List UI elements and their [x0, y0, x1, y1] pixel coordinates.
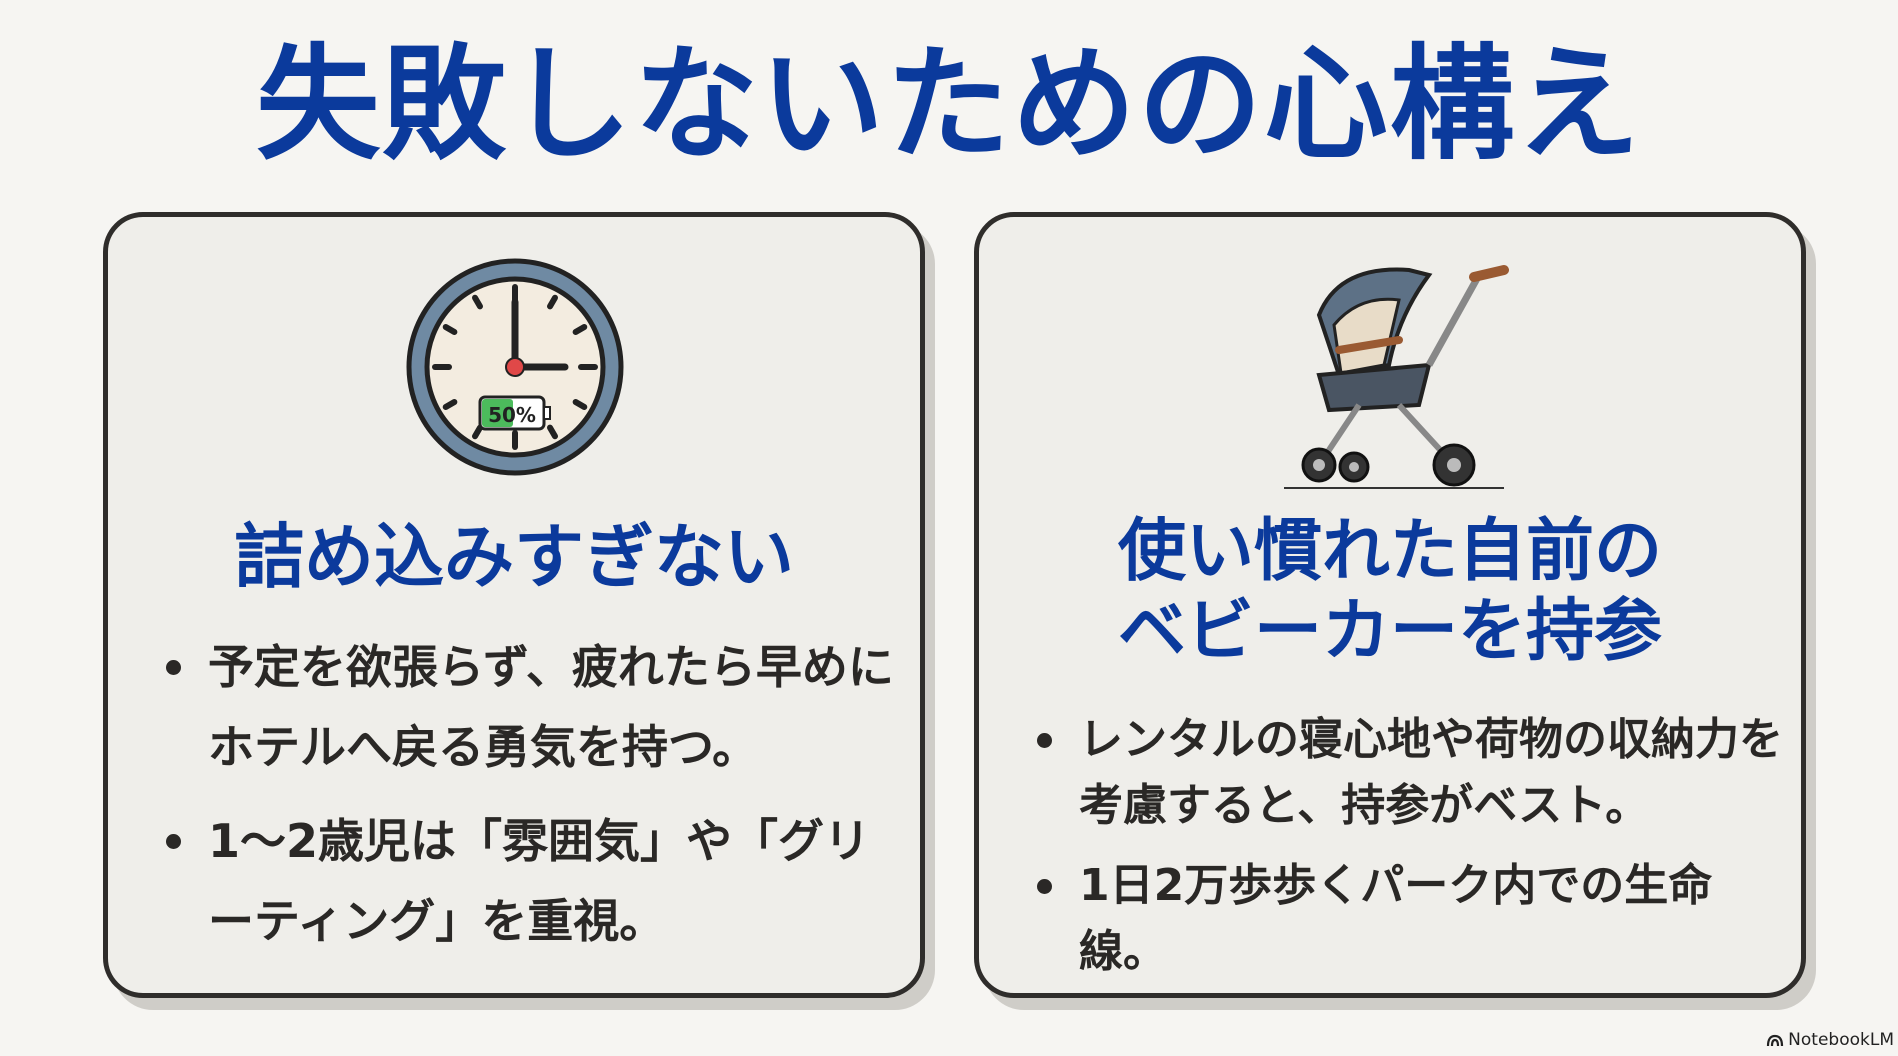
clock-tick [442, 324, 458, 335]
notebooklm-logo-icon [1767, 1034, 1784, 1047]
card-heading-line: 使い慣れた自前の [1117, 512, 1662, 591]
clock-tick [442, 399, 458, 410]
card-own-stroller: 使い慣れた自前の ベビーカーを持参 レンタルの寝心地や荷物の収納力を考慮すると、… [974, 212, 1806, 998]
page-title: 失敗しないための心構え [255, 33, 1642, 177]
card-heading: 使い慣れた自前の ベビーカーを持参 [979, 512, 1801, 672]
list-item: レンタルの寝心地や荷物の収納力を考慮すると、持参がベスト。 [1029, 707, 1789, 839]
watermark-label: NotebookLM [1788, 1030, 1894, 1050]
clock-tick [572, 324, 588, 335]
list-item: 1〜2歳児は「雰囲気」や「グリーティング」を重視。 [158, 801, 898, 961]
list-item: 1日2万歩歩くパーク内での生命線。 [1029, 853, 1789, 985]
battery-label: 50% [488, 403, 536, 427]
clock-tick [572, 399, 588, 410]
card-heading-line: ベビーカーを持参 [1117, 592, 1662, 671]
card-no-overpacking: 50% 詰め込みすぎない 予定を欲張らず、疲れたら早めにホテルへ戻る勇気を持つ。… [103, 212, 925, 998]
clock-tick [472, 294, 483, 310]
list-item: 予定を欲張らず、疲れたら早めにホテルへ戻る勇気を持つ。 [158, 627, 898, 787]
clock-tick [472, 424, 483, 440]
clock-battery-icon: 50% [406, 258, 624, 476]
bullet-list: レンタルの寝心地や荷物の収納力を考慮すると、持参がベスト。 1日2万歩歩くパーク… [1029, 707, 1789, 999]
card-heading: 詰め込みすぎない [234, 516, 794, 598]
clock-tick [547, 424, 558, 440]
stroller-icon [1284, 265, 1509, 489]
clock-tick [547, 294, 558, 310]
watermark: NotebookLM [1766, 1030, 1894, 1050]
bullet-list: 予定を欲張らず、疲れたら早めにホテルへ戻る勇気を持つ。 1〜2歳児は「雰囲気」や… [158, 627, 898, 975]
